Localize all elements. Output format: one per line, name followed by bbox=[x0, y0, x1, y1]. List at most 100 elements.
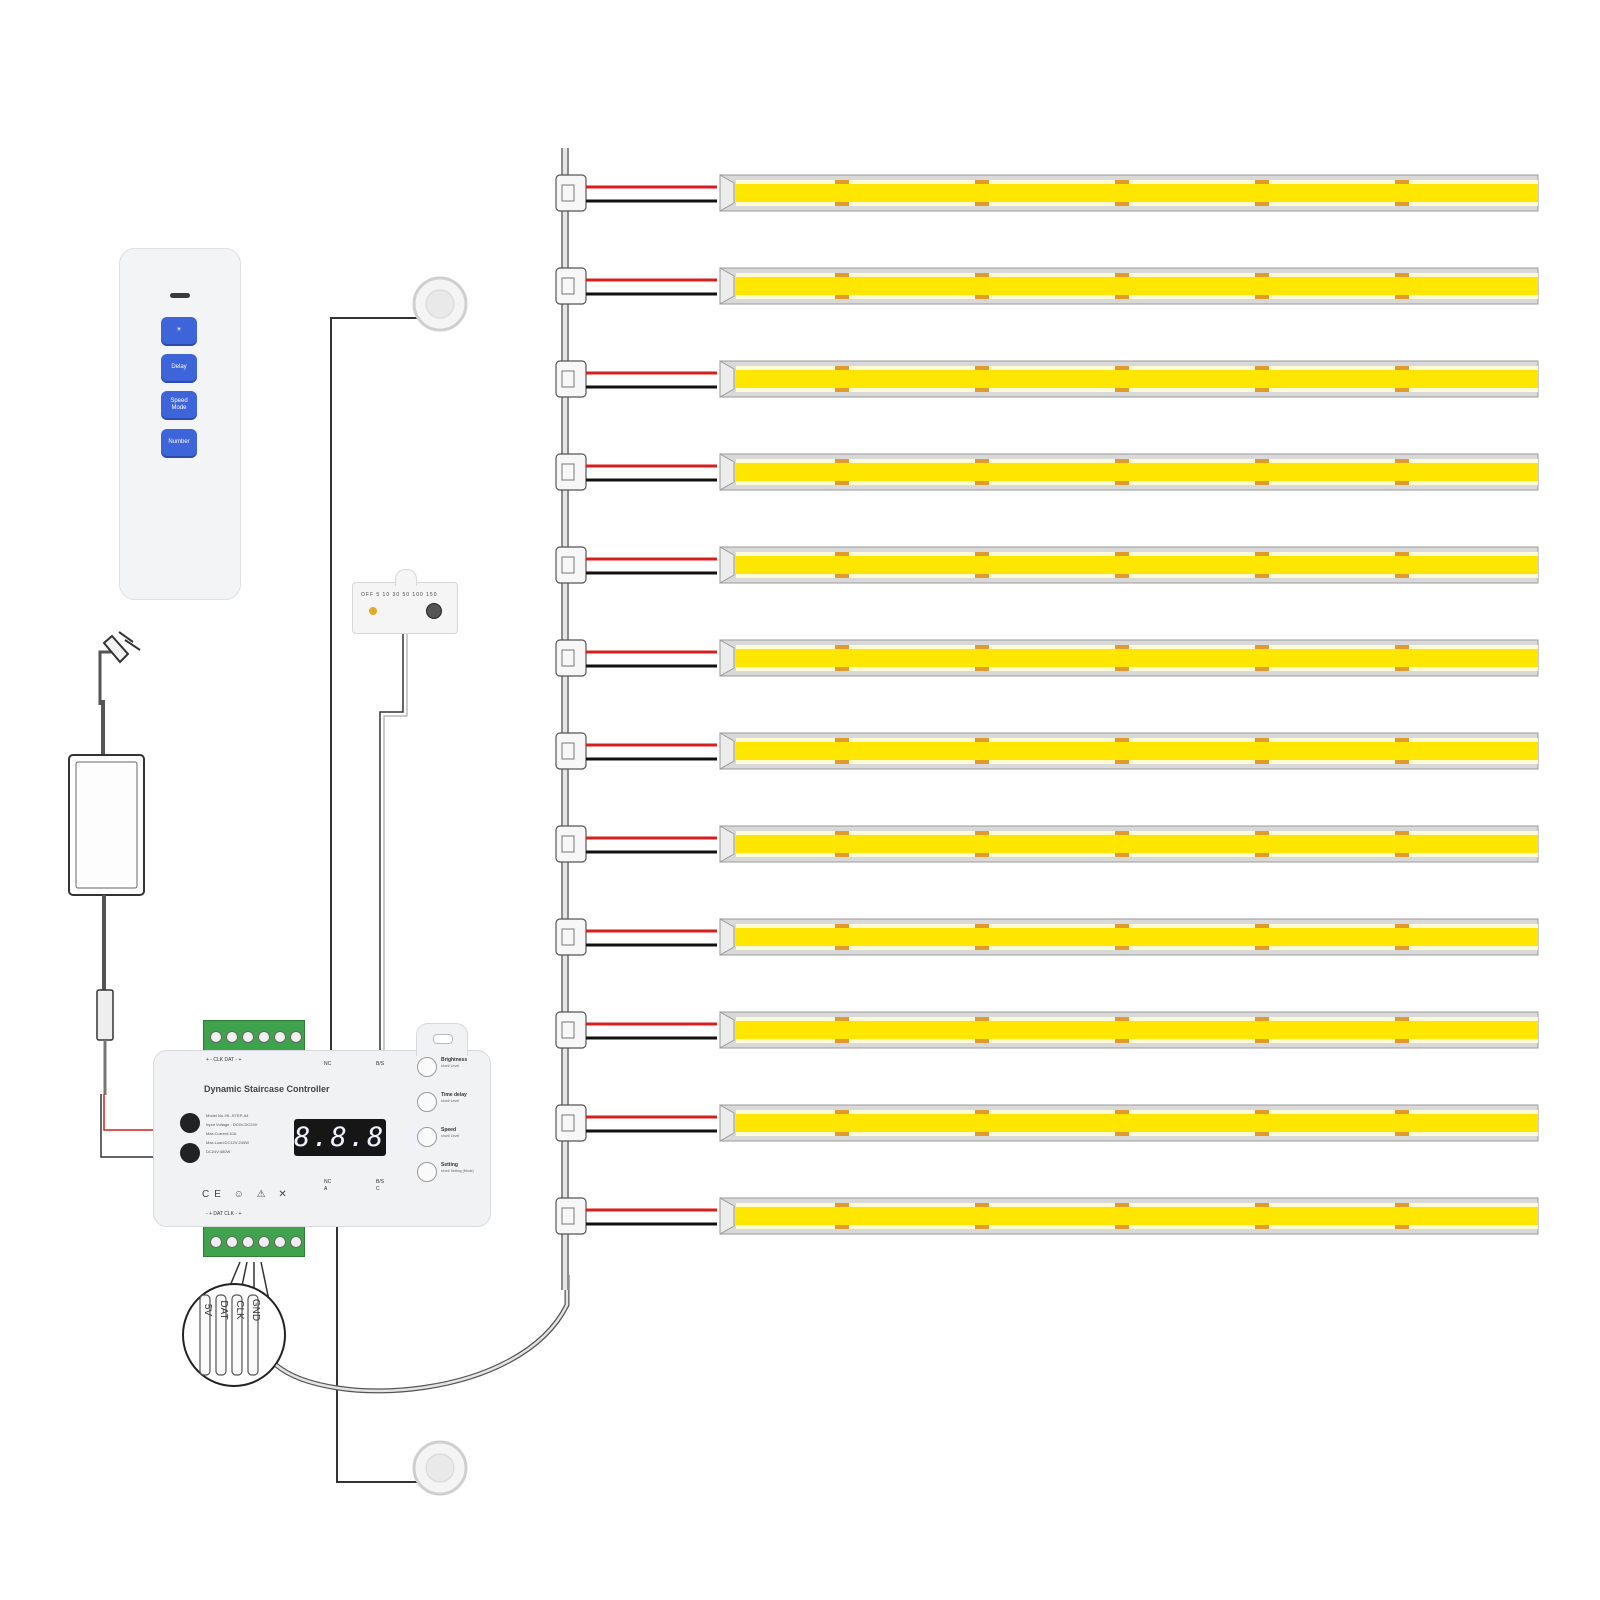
pir-sensor-top bbox=[330, 276, 468, 1050]
mounting-tab bbox=[416, 1023, 468, 1056]
bottom-terminal-block bbox=[203, 1225, 305, 1257]
solder-pad bbox=[835, 273, 849, 277]
solder-pad bbox=[835, 1017, 849, 1021]
connector-latch bbox=[561, 277, 575, 295]
spec-line: Max.Load:DC12V:240W bbox=[206, 1140, 249, 1145]
solder-pad bbox=[1115, 1225, 1129, 1229]
brightness-button[interactable] bbox=[417, 1057, 437, 1077]
solder-pad bbox=[1395, 667, 1409, 671]
port-label: A bbox=[324, 1186, 328, 1192]
terminal-screw bbox=[210, 1236, 222, 1248]
led-strip-10 bbox=[555, 1011, 1539, 1049]
callout-wire bbox=[215, 1294, 227, 1376]
solder-pad bbox=[1255, 853, 1269, 857]
callout-wire-label: 5V bbox=[202, 1304, 213, 1317]
solder-pad bbox=[1255, 667, 1269, 671]
solder-pad bbox=[1395, 946, 1409, 950]
remote-speed-mode-label: Speed Mode bbox=[170, 397, 188, 411]
connector-latch bbox=[561, 463, 575, 481]
strip-cob-light bbox=[736, 928, 1538, 946]
connector-latch bbox=[561, 1114, 575, 1132]
remote-number-button[interactable]: Number bbox=[161, 429, 197, 456]
spec-line: Model No.:RL-STEP-A4 bbox=[206, 1113, 249, 1118]
connector-latch bbox=[561, 928, 575, 946]
brightness-label: Brightness short/ Level bbox=[441, 1057, 468, 1068]
strip-connector bbox=[555, 174, 587, 212]
connector-latch bbox=[561, 370, 575, 388]
solder-pad bbox=[835, 1225, 849, 1229]
solder-pad bbox=[1395, 273, 1409, 277]
solder-pad bbox=[835, 1203, 849, 1207]
remote-delay-button[interactable]: Delay bbox=[161, 354, 197, 381]
solder-pad bbox=[835, 738, 849, 742]
strip-connector bbox=[555, 1104, 587, 1142]
certification-marks: CE ☺ ⚠ ✕ bbox=[202, 1189, 292, 1200]
strip-connector bbox=[555, 825, 587, 863]
solder-pad bbox=[975, 180, 989, 184]
solder-pad bbox=[1255, 1017, 1269, 1021]
terminal-screw bbox=[242, 1031, 254, 1043]
strip-connector bbox=[555, 267, 587, 305]
setting-button[interactable] bbox=[417, 1162, 437, 1182]
terminal-screw bbox=[274, 1031, 286, 1043]
solder-pad bbox=[1395, 853, 1409, 857]
terminal-screw bbox=[226, 1236, 238, 1248]
solder-pad bbox=[975, 645, 989, 649]
solder-pad bbox=[975, 924, 989, 928]
solder-pad bbox=[1255, 574, 1269, 578]
strip-cob-light bbox=[736, 463, 1538, 481]
solder-pad bbox=[1115, 574, 1129, 578]
strip-endcap bbox=[719, 1197, 735, 1235]
solder-pad bbox=[975, 831, 989, 835]
strip-connector bbox=[555, 453, 587, 491]
strip-endcap bbox=[719, 360, 735, 398]
solder-pad bbox=[1255, 946, 1269, 950]
strip-cob-light bbox=[736, 742, 1538, 760]
solder-pad bbox=[835, 1039, 849, 1043]
terminal-screw bbox=[210, 1031, 222, 1043]
pir-sensor-bottom bbox=[336, 1226, 468, 1496]
solder-pad bbox=[835, 481, 849, 485]
speed-button[interactable] bbox=[417, 1127, 437, 1147]
strip-cob-light bbox=[736, 277, 1538, 295]
solder-pad bbox=[1115, 667, 1129, 671]
strip-endcap bbox=[719, 453, 735, 491]
spec-line: Input Voltage : DC5V-DC24V bbox=[206, 1122, 258, 1127]
strip-cob-light bbox=[736, 649, 1538, 667]
solder-pad bbox=[1395, 459, 1409, 463]
led-strip-5 bbox=[555, 546, 1539, 584]
strip-endcap bbox=[719, 918, 735, 956]
solder-pad bbox=[975, 273, 989, 277]
strip-endcap bbox=[719, 639, 735, 677]
solder-pad bbox=[975, 552, 989, 556]
remote-brightness-button[interactable]: ☀ bbox=[161, 317, 197, 344]
solder-pad bbox=[835, 366, 849, 370]
solder-pad bbox=[1115, 760, 1129, 764]
solder-pad bbox=[975, 1225, 989, 1229]
remote-delay-label: Delay bbox=[171, 364, 187, 370]
time-delay-button[interactable] bbox=[417, 1092, 437, 1112]
solder-pad bbox=[1255, 481, 1269, 485]
solder-pad bbox=[1395, 1203, 1409, 1207]
solder-pad bbox=[1395, 645, 1409, 649]
solder-pad bbox=[1395, 1039, 1409, 1043]
solder-pad bbox=[835, 459, 849, 463]
time-delay-label: Time delay short/ Level bbox=[441, 1092, 467, 1103]
sensitivity-knob[interactable] bbox=[426, 603, 442, 619]
solder-pad bbox=[975, 760, 989, 764]
remote-number-label: Number bbox=[168, 439, 190, 445]
solder-pad bbox=[1115, 481, 1129, 485]
remote-speed-mode-button[interactable]: Speed Mode bbox=[161, 391, 197, 418]
led-strip-11 bbox=[555, 1104, 1539, 1142]
solder-pad bbox=[1395, 180, 1409, 184]
callout-wire bbox=[231, 1294, 243, 1376]
solder-pad bbox=[835, 924, 849, 928]
callout-wire-label: CLK bbox=[234, 1300, 245, 1320]
strip-connector bbox=[555, 732, 587, 770]
solder-pad bbox=[1115, 924, 1129, 928]
strip-cob-light bbox=[736, 1207, 1538, 1225]
strip-cob-light bbox=[736, 1021, 1538, 1039]
callout-wire-label: GND bbox=[250, 1299, 261, 1321]
